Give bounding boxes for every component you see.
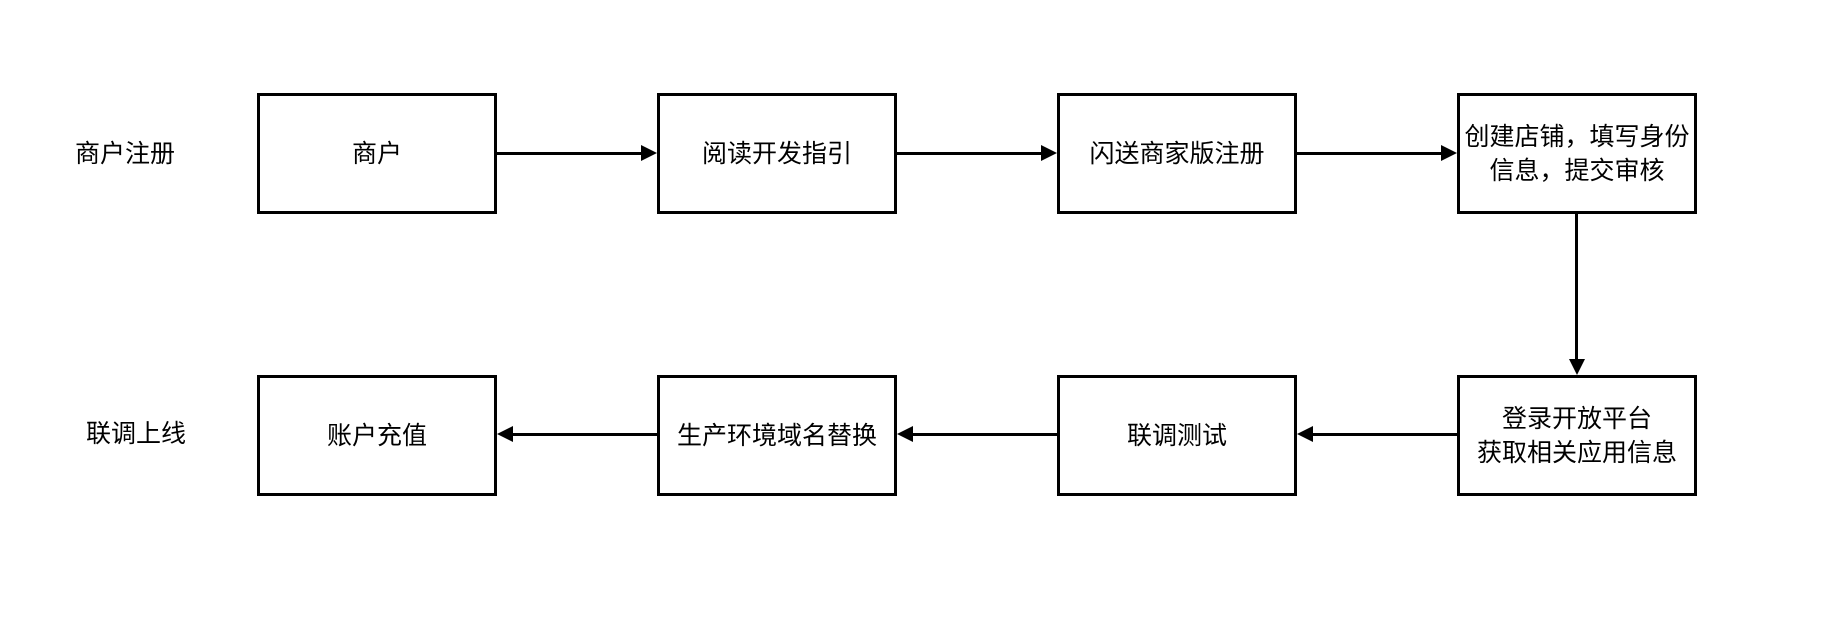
arrowhead-down-icon <box>1569 359 1585 375</box>
box-shansong-merchant-registration: 闪送商家版注册 <box>1057 93 1297 214</box>
arrowhead-right-icon <box>1041 145 1057 161</box>
arrow-line <box>913 433 1057 436</box>
arrow-line <box>497 152 644 155</box>
box-read-dev-guide: 阅读开发指引 <box>657 93 897 214</box>
box-account-recharge: 账户充值 <box>257 375 497 496</box>
box-login-open-platform: 登录开放平台 获取相关应用信息 <box>1457 375 1697 496</box>
arrowhead-left-icon <box>1297 426 1313 442</box>
arrow-line <box>897 152 1044 155</box>
arrowhead-left-icon <box>897 426 913 442</box>
row-label-integration-launch: 联调上线 <box>85 420 186 448</box>
box-production-domain-replacement: 生产环境域名替换 <box>657 375 897 496</box>
arrowhead-right-icon <box>1441 145 1457 161</box>
box-merchant: 商户 <box>257 93 497 214</box>
arrow-line <box>1313 433 1457 436</box>
arrowhead-left-icon <box>497 426 513 442</box>
box-create-store-submit-review: 创建店铺，填写身份 信息，提交审核 <box>1457 93 1697 214</box>
arrow-line <box>1575 214 1578 361</box>
arrow-line <box>1297 152 1444 155</box>
arrowhead-right-icon <box>641 145 657 161</box>
arrow-line <box>513 433 657 436</box>
box-integration-test: 联调测试 <box>1057 375 1297 496</box>
row-label-merchant-registration: 商户注册 <box>74 140 175 168</box>
